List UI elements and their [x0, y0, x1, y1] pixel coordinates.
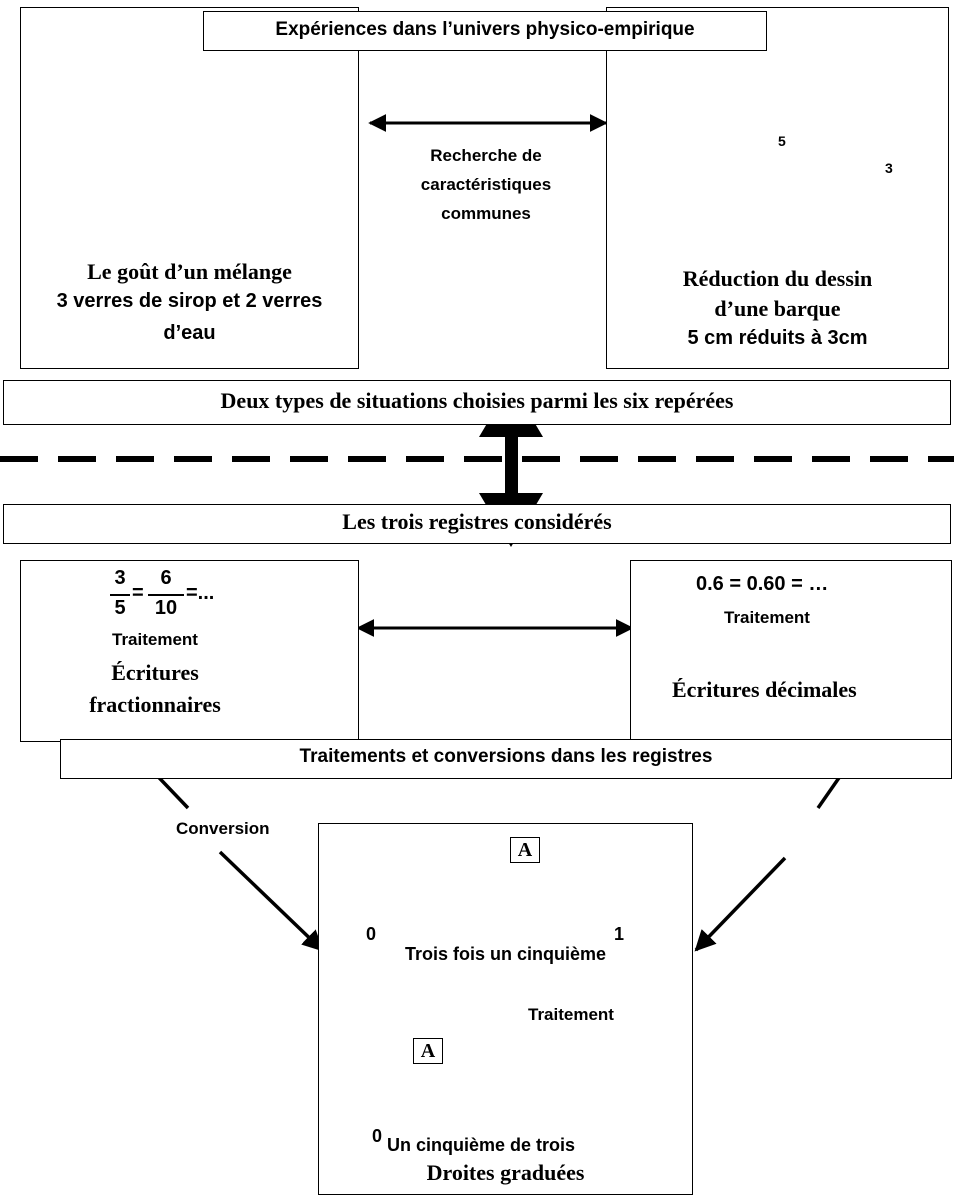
- decimals-formula: 0.6 = 0.60 = …: [696, 573, 829, 595]
- fraction-equals-2: =...: [186, 582, 215, 604]
- reduction-title-line1: Réduction du dessin: [682, 266, 873, 291]
- conversion-label: Conversion: [176, 819, 270, 838]
- label-recherche-line2: caractéristiques: [420, 175, 552, 194]
- banner-registres: [3, 504, 951, 544]
- reduction-title-line2: d’une barque: [714, 296, 841, 321]
- marker-a-1: A: [510, 837, 540, 863]
- box-ecritures-decimales: [630, 560, 952, 742]
- banner-traitements: [60, 739, 952, 779]
- droites-title: Droites graduées: [426, 1160, 585, 1185]
- decimals-treatment: Traitement: [724, 608, 810, 627]
- reduction-subtitle: 5 cm réduits à 3cm: [687, 327, 868, 349]
- banner-situations-text: Deux types de situations choisies parmi …: [220, 388, 734, 413]
- box-reduction-barque: [606, 7, 949, 369]
- decimals-title: Écritures décimales: [672, 677, 857, 702]
- line1-one: 1: [614, 924, 625, 944]
- gout-melange-line2: d’eau: [163, 322, 216, 344]
- big-boat-label: 5: [778, 133, 786, 149]
- line2-zero: 0: [372, 1126, 383, 1146]
- fractions-treatment: Traitement: [112, 630, 198, 649]
- box-gout-melange: [20, 7, 359, 369]
- fraction-1-denominator: 5: [114, 597, 126, 619]
- marker-a-2: A: [413, 1038, 443, 1064]
- fraction-2-numerator: 6: [160, 567, 172, 589]
- line2-caption: Un cinquième de trois: [387, 1135, 576, 1155]
- fraction-equals-1: =: [132, 582, 144, 604]
- fractions-title-line1: Écritures: [111, 660, 199, 685]
- banner-registres-text: Les trois registres considérés: [342, 509, 612, 534]
- title-experiences: Expériences dans l’univers physico-empir…: [275, 19, 695, 40]
- box-droites-graduees: [318, 823, 693, 1195]
- droites-treatment: Traitement: [528, 1005, 614, 1024]
- fraction-1-bar: [110, 594, 130, 596]
- fraction-1-numerator: 3: [114, 567, 126, 589]
- label-recherche-line1: Recherche de: [430, 146, 542, 165]
- fraction-2-bar: [148, 594, 184, 596]
- fraction-2-denominator: 10: [154, 597, 178, 619]
- title-box-experiences: [203, 11, 767, 51]
- label-recherche-line3: communes: [441, 204, 531, 223]
- gout-melange-title: Le goût d’un mélange: [87, 259, 292, 284]
- fractions-title-line2: fractionnaires: [89, 692, 221, 717]
- banner-situations: [3, 380, 951, 425]
- conversion-arrow-left-down: [218, 850, 324, 952]
- box-ecritures-fractionnaires: [20, 560, 359, 742]
- conversion-arrow-right-down: [694, 856, 787, 952]
- small-boat-label: 3: [885, 160, 893, 176]
- banner-traitements-text: Traitements et conversions dans les regi…: [299, 746, 713, 767]
- gout-melange-line1: 3 verres de sirop et 2 verres: [56, 290, 323, 312]
- line1-caption: Trois fois un cinquième: [404, 944, 607, 964]
- line1-zero: 0: [366, 924, 377, 944]
